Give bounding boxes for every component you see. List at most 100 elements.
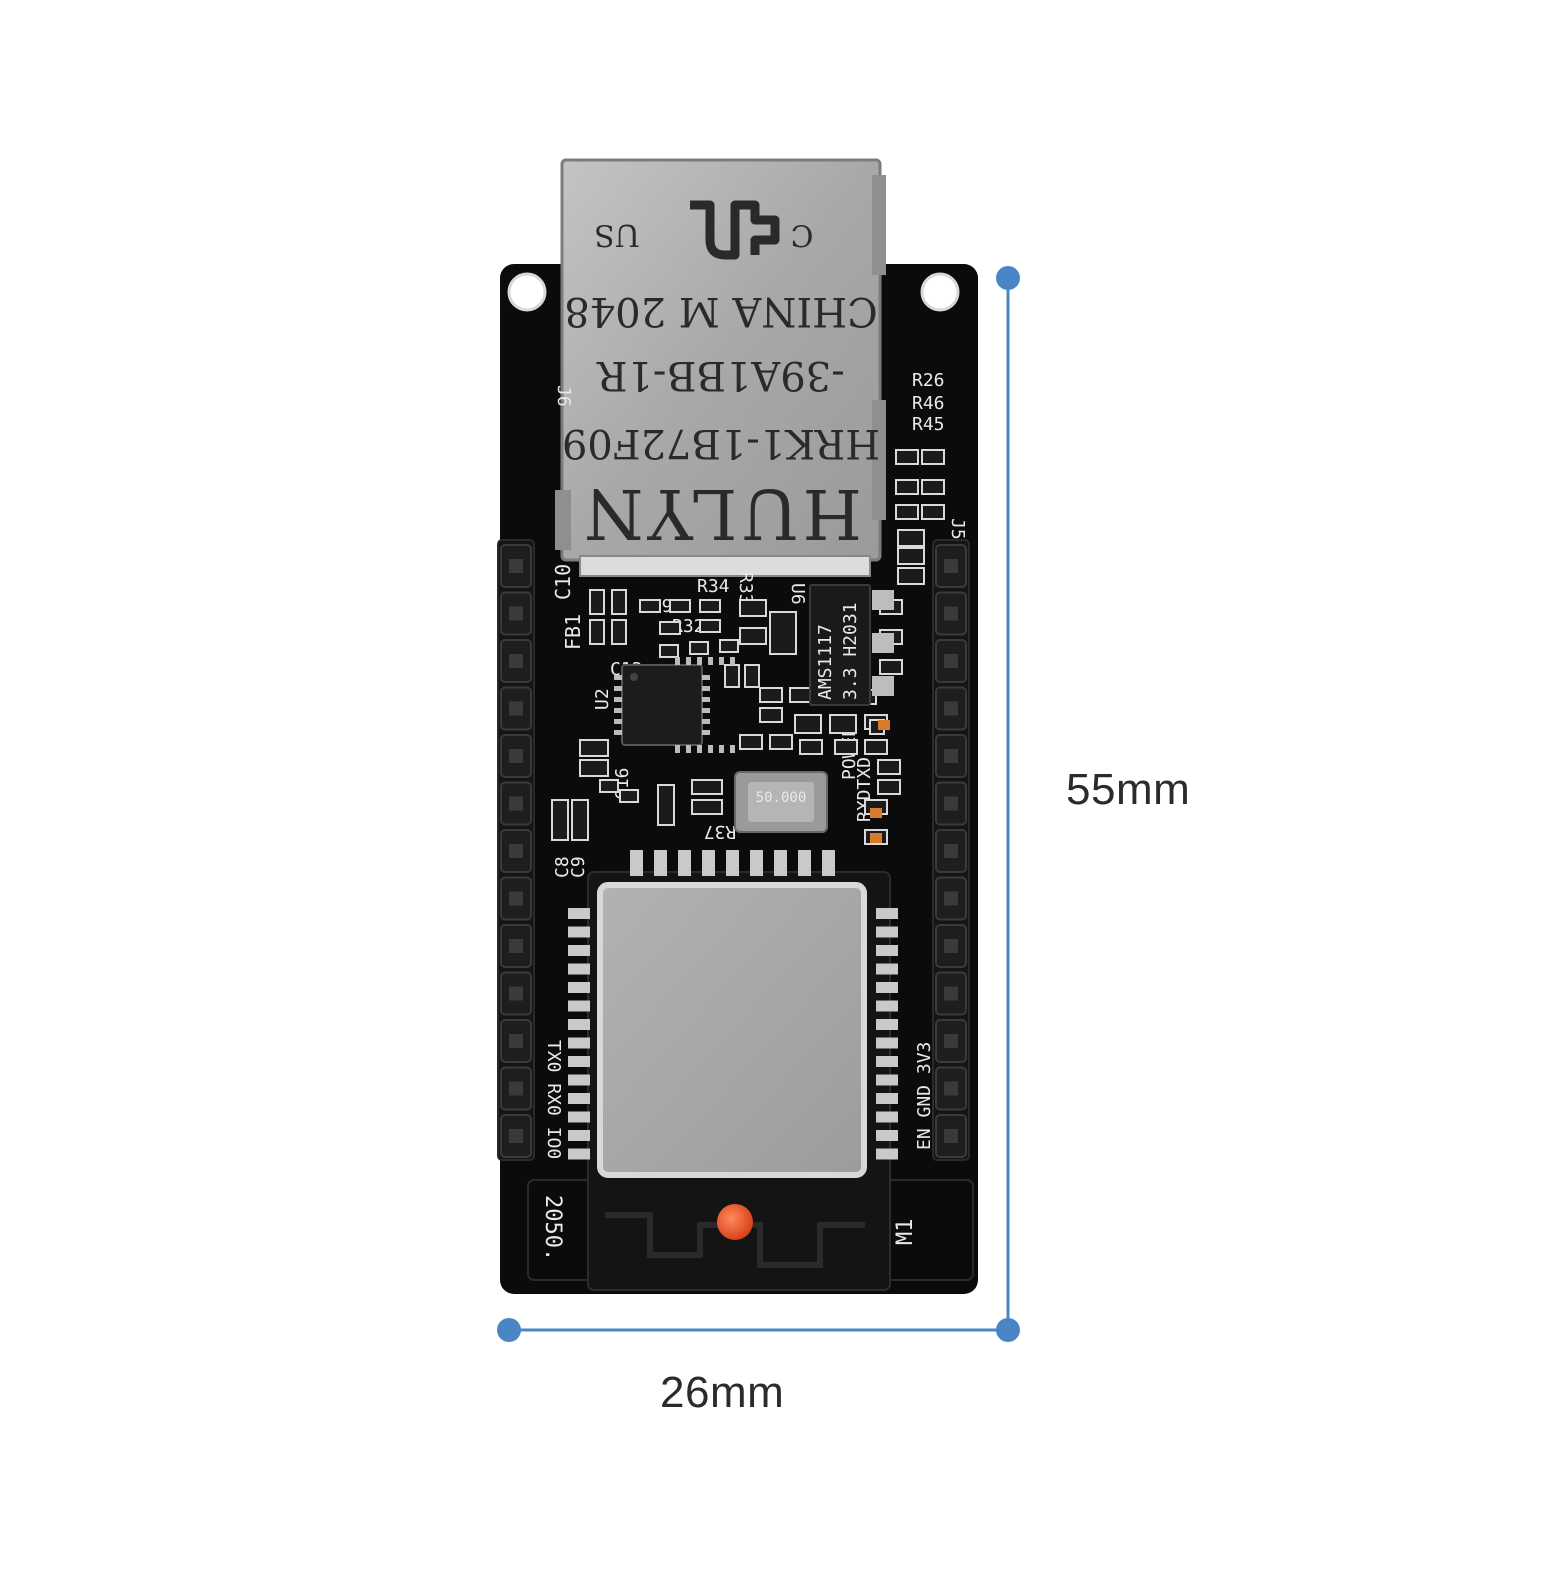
header-pin-hole [944, 844, 958, 858]
chip-pin [614, 708, 622, 713]
header-pin-hole [944, 1129, 958, 1143]
label-pins-left: TX0 RX0 IO0 [543, 1040, 564, 1159]
smd-part [921, 449, 945, 465]
module-pad [568, 982, 590, 993]
module-pad [876, 1019, 898, 1030]
smd-part [759, 687, 783, 703]
smd-part [589, 619, 605, 645]
chip-pin [702, 675, 710, 680]
smd-part [829, 714, 857, 734]
smd-part [599, 779, 619, 793]
regulator-line-1: AMS1117 [815, 624, 836, 700]
header-pin-hole [509, 606, 523, 621]
smd-part [897, 529, 925, 547]
smd-part [639, 599, 661, 613]
label-u6: U6 [787, 583, 808, 605]
smd-part [689, 641, 709, 655]
label-pins-right: EN GND 3V3 [914, 1042, 935, 1150]
voltage-regulator: AMS1117 3.3 H2031 [809, 584, 894, 706]
smd-part [589, 589, 605, 615]
module-pad [876, 1056, 898, 1067]
module-pad [876, 1093, 898, 1104]
header-pin-hole [509, 796, 523, 811]
indicator-led [870, 808, 882, 818]
module-pad [876, 1000, 898, 1012]
crystal-label: 50.000 [756, 790, 807, 806]
dimension-lines [497, 266, 1020, 1342]
smd-part [879, 659, 903, 675]
smd-part [659, 621, 681, 635]
jack-part-line-1: -39A1BB-1R [595, 352, 844, 398]
height-dimension-top-dot [996, 266, 1020, 290]
header-pin-hole [944, 796, 958, 811]
smd-part [921, 479, 945, 495]
header-pin-hole [509, 1129, 523, 1143]
smd-part [657, 784, 675, 826]
chip-pin [614, 697, 622, 702]
jack-cert-left: US [594, 217, 640, 252]
header-pin-hole [944, 606, 958, 621]
smd-part [619, 789, 639, 803]
chip-pin [730, 745, 735, 753]
chip-pin [697, 745, 702, 753]
height-dimension-label: 55mm [1066, 765, 1191, 814]
header-pin-hole [509, 701, 523, 716]
label-r37: R37 [704, 821, 737, 842]
smd-part [794, 714, 822, 734]
smd-part [739, 734, 763, 750]
header-pin-hole [509, 654, 523, 668]
smd-part [739, 599, 767, 617]
label-r33: R33 [735, 572, 756, 605]
wifi-module [568, 850, 898, 1291]
module-pad [876, 926, 898, 938]
chip-pin [675, 657, 680, 665]
module-pad [750, 850, 763, 876]
label-c8: C8 [552, 856, 573, 878]
smd-part [921, 504, 945, 520]
crystal-oscillator: 50.000 [734, 771, 828, 833]
module-pad [568, 963, 590, 975]
header-pin-hole [509, 1034, 523, 1048]
header-pin-hole [509, 844, 523, 858]
label-c10: C10 [551, 564, 575, 600]
header-pin-hole [509, 939, 523, 953]
jack-brand: HULYN [580, 473, 862, 552]
smd-part [895, 504, 919, 520]
header-pin-hole [944, 749, 958, 763]
smd-part [769, 734, 793, 750]
header-pin-hole [509, 749, 523, 763]
regulator-line-2: 3.3 H2031 [840, 602, 861, 700]
smd-part [611, 589, 627, 615]
label-r26: R26 [912, 370, 945, 391]
smd-part [571, 799, 589, 841]
module-pad [568, 1148, 590, 1160]
jack-part-line-2: HRK1-1B72F09 [562, 420, 880, 466]
module-pad [568, 945, 590, 956]
smd-part [719, 639, 739, 653]
chip-pin [614, 675, 622, 680]
status-led [717, 1204, 753, 1240]
width-dimension-left-dot [497, 1318, 521, 1342]
module-pad [774, 850, 787, 876]
jack-cert-right: C [791, 217, 814, 252]
module-pad [654, 850, 667, 876]
smd-part [897, 567, 925, 585]
chip-pin [730, 657, 735, 665]
module-pad [876, 908, 898, 919]
smd-part [739, 627, 767, 645]
chip-pin [614, 730, 622, 735]
label-c9: C9 [568, 856, 589, 878]
smd-part [691, 799, 723, 815]
jack-origin-line: CHINA M 2048 [564, 288, 877, 334]
ul-cert-icon [690, 200, 780, 260]
smd-part [877, 759, 901, 775]
module-pad [568, 1037, 590, 1049]
label-m1: M1 [893, 1219, 918, 1246]
chip-pin [702, 708, 710, 713]
module-pad [876, 982, 898, 993]
header-pin-hole [944, 939, 958, 953]
smd-part [877, 779, 901, 795]
smd-part [769, 611, 797, 655]
label-r46: R46 [912, 393, 945, 414]
module-pad [702, 850, 715, 876]
